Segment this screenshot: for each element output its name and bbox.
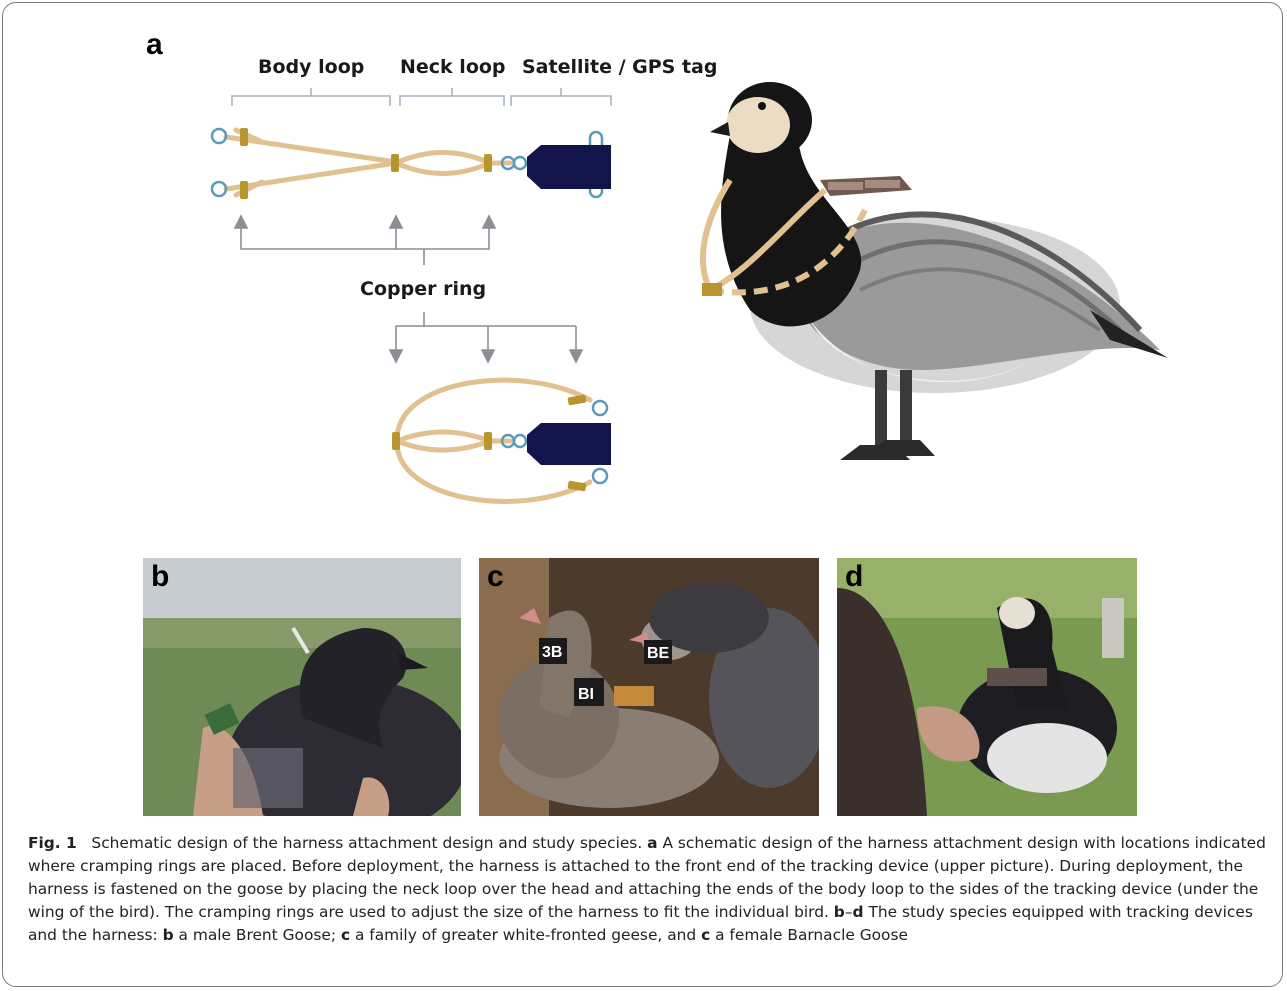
arrows-up	[235, 216, 495, 265]
caption-bd-label-b: b	[834, 903, 845, 921]
gps-tag-lower	[527, 423, 611, 465]
caption-b-text: a male Brent Goose;	[179, 926, 337, 944]
caption-c2-label: c	[701, 926, 710, 944]
upper-crimps	[240, 128, 492, 199]
tag-text-be: BE	[647, 645, 670, 662]
caption-fig-label: Fig. 1	[28, 834, 77, 852]
caption-title: Schematic design of the harness attachme…	[91, 834, 642, 852]
photo-b-brent-goose: b	[143, 558, 461, 816]
caption-a-label: a	[647, 834, 657, 852]
caption-c-label: c	[341, 926, 350, 944]
barnacle-goose-illustration	[690, 40, 1170, 480]
caption-bd-dash: –	[845, 903, 853, 921]
crimp-ring	[484, 154, 492, 172]
crimp-ring	[391, 154, 399, 172]
brent-goose-photo	[143, 558, 461, 816]
panel-c-label: c	[487, 560, 504, 594]
photo-c-white-fronted-geese: BI 3B BE c	[479, 558, 819, 816]
crimp-ring	[567, 394, 586, 405]
gps-tag-upper	[527, 145, 611, 189]
caption-b-label: b	[163, 926, 174, 944]
tag-text-bi: BI	[578, 686, 594, 703]
crimp-ring	[392, 432, 400, 450]
arrows-down	[390, 312, 582, 362]
panel-b-label: b	[151, 560, 169, 594]
harness-schematic	[0, 0, 700, 540]
caption-c-text: a family of greater white-fronted geese,…	[355, 926, 696, 944]
crimp-ring	[240, 181, 248, 199]
photo-d-barnacle-goose: d	[837, 558, 1137, 816]
figure-caption: Fig. 1 Schematic design of the harness a…	[28, 832, 1268, 947]
panel-d-label: d	[845, 560, 863, 594]
white-fronted-geese-photo: BI 3B BE	[479, 558, 819, 816]
bracket-lines	[232, 88, 611, 106]
crimp-ring	[484, 432, 492, 450]
tag-text-3b: 3B	[542, 644, 562, 661]
barnacle-goose-photo	[837, 558, 1137, 816]
upper-harness	[226, 130, 510, 195]
crimp-ring	[240, 128, 248, 146]
caption-bd-label-d: d	[853, 903, 864, 921]
caption-c2-text: a female Barnacle Goose	[715, 926, 908, 944]
